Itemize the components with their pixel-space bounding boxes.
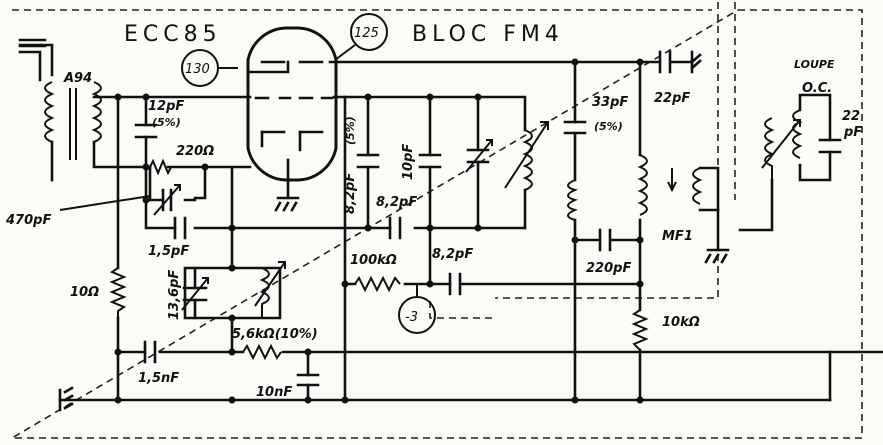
capacitors: [134, 50, 842, 387]
label-220pf: 220pF: [586, 261, 631, 276]
label-8-2pf-a: 8,2pF: [343, 173, 358, 214]
label-33pf-tol: (5%): [594, 120, 623, 133]
label-mf1: MF1: [662, 229, 693, 244]
resistors: [109, 158, 649, 361]
ref-minus3: -3: [398, 284, 436, 334]
ground-symbols: [58, 196, 730, 412]
label-10k: 10kΩ: [662, 315, 700, 330]
ref-130: 130: [181, 49, 238, 87]
leader-470pf: [59, 195, 151, 211]
tube-ecc85: [246, 26, 338, 182]
label-22pf-b-unit: pF: [843, 125, 862, 140]
label-13-6pf: 13,6pF: [167, 270, 182, 320]
label-22pf-b: 22: [842, 109, 860, 124]
label-10nf: 10nF: [256, 385, 292, 400]
wiring: [18, 38, 883, 402]
label-12pf-tol: (5%): [152, 116, 181, 129]
label-ecc85: ECC85: [124, 22, 222, 47]
junction-dots: [114, 58, 644, 404]
ref-125: 125: [334, 13, 388, 61]
coils: [254, 109, 803, 318]
label-a94: A94: [63, 71, 92, 86]
label-10ohm: 10Ω: [70, 285, 99, 300]
label-12pf: 12pF: [148, 99, 184, 114]
label-1-5nf: 1,5nF: [138, 371, 179, 386]
label-1-5pf: 1,5pF: [148, 244, 189, 259]
label-22pf: 22pF: [654, 91, 690, 106]
label-220ohm: 220Ω: [176, 144, 214, 159]
label-8-2pf-c: 8,2pF: [432, 247, 473, 262]
label-oc: O.C.: [802, 81, 832, 96]
label-10pf: 10pF: [401, 144, 416, 180]
label-470pf: 470pF: [5, 213, 51, 228]
label-8-2pf-a-tol: (5%): [344, 116, 357, 145]
ref-130-label: 130: [185, 62, 210, 77]
ref-125-label: 125: [354, 26, 379, 41]
label-5-6k: 5,6kΩ(10%): [232, 327, 318, 342]
label-33pf: 33pF: [592, 95, 628, 110]
label-8-2pf-b: 8,2pF: [376, 195, 417, 210]
shield-outline: [9, 2, 863, 439]
ref-minus3-label: -3: [405, 310, 418, 325]
transformer-a94: [18, 43, 102, 182]
label-loupe: LOUPE: [794, 58, 835, 71]
label-bloc-fm4: BLOC FM4: [412, 22, 564, 47]
label-100k: 100kΩ: [350, 253, 397, 268]
